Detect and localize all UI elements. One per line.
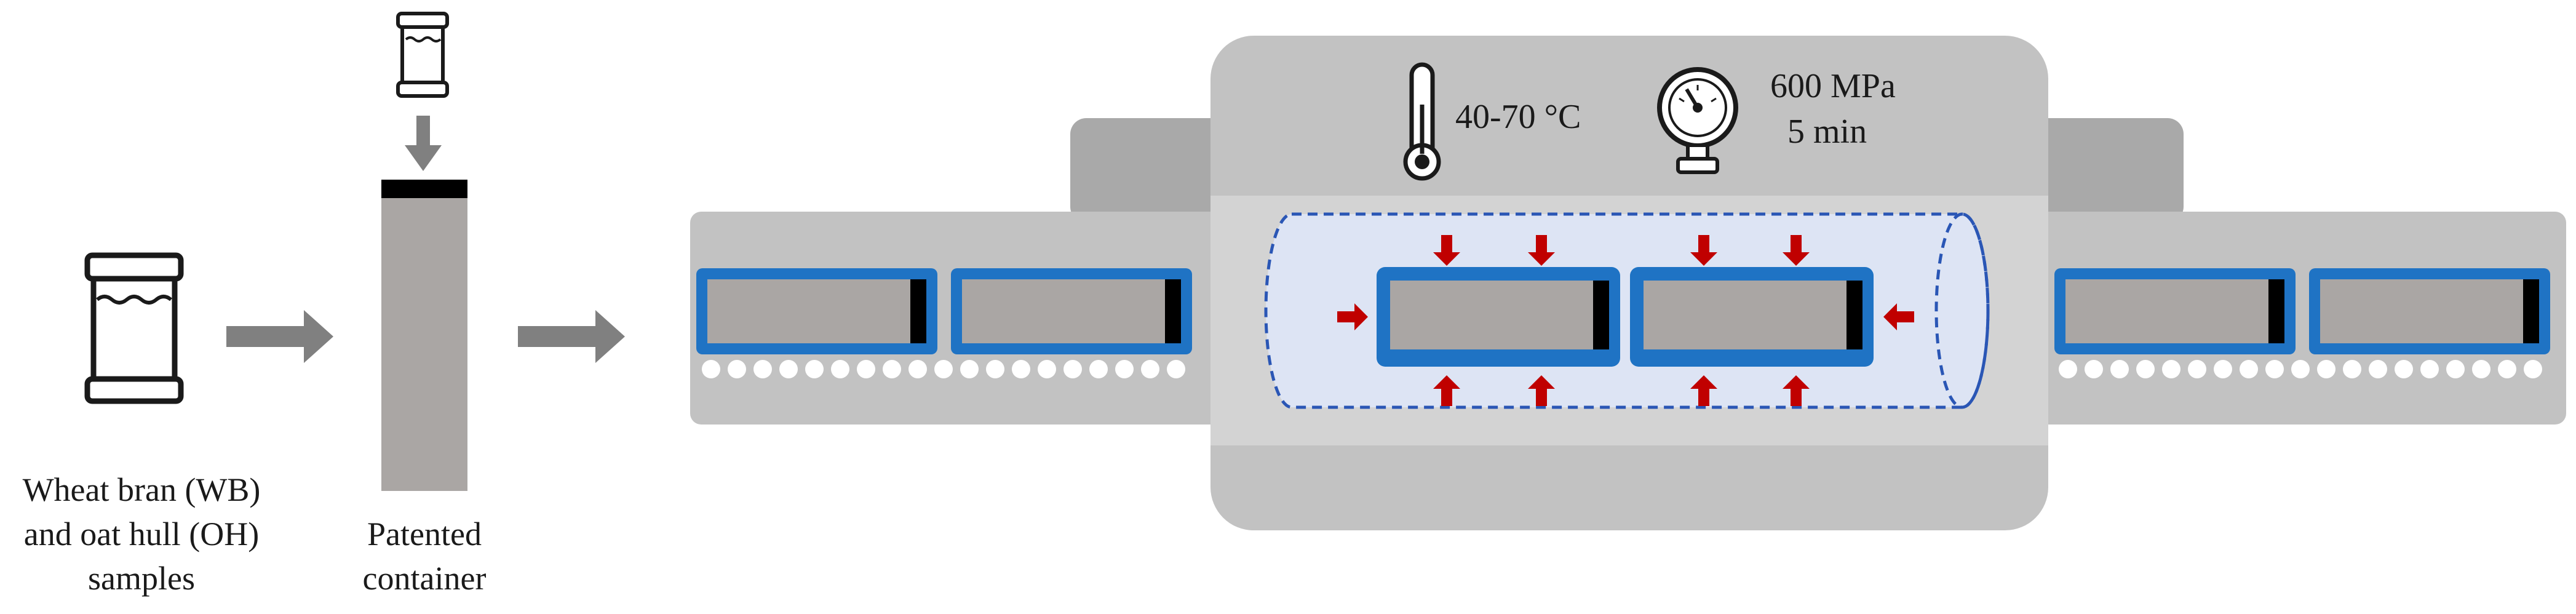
roller: [883, 360, 901, 378]
roller: [702, 360, 720, 378]
carrier-left-2: [951, 268, 1192, 354]
roller: [986, 360, 1004, 378]
samples-label-line-1: Wheat bran (WB): [23, 471, 261, 508]
pressure-gauge-icon: [1657, 67, 1738, 174]
pressure-arrow-up: [1433, 375, 1460, 406]
roller: [2395, 360, 2413, 378]
roller: [1012, 360, 1030, 378]
container-cap: [381, 180, 467, 198]
roller: [2162, 360, 2180, 378]
pressure-label: 600 MPa: [1770, 67, 1896, 105]
roller: [2136, 360, 2155, 378]
roller: [1115, 360, 1134, 378]
roller: [2420, 360, 2439, 378]
roller: [2110, 360, 2129, 378]
flow-arrow-2: [518, 310, 625, 363]
roller: [2188, 360, 2206, 378]
thermometer-icon: [1403, 62, 1441, 181]
insert-arrow: [405, 116, 442, 171]
roller: [2524, 360, 2542, 378]
roller: [2240, 360, 2258, 378]
roller: [831, 360, 849, 378]
roller: [908, 360, 927, 378]
pressure-arrow-down: [1528, 235, 1555, 266]
pressure-arrow-down: [1690, 235, 1717, 266]
carrier-right-1: [2054, 268, 2296, 354]
roller: [2291, 360, 2310, 378]
flow-arrow-1: [226, 310, 333, 363]
carrier-vessel-2: [1630, 267, 1874, 367]
carrier-right-2: [2309, 268, 2550, 354]
carrier-vessel-1: [1377, 267, 1620, 367]
sample-jar-icon: [84, 252, 184, 404]
roller: [934, 360, 953, 378]
samples-label-line-3: samples: [88, 560, 195, 597]
pressure-arrow-down: [1433, 235, 1460, 266]
pressure-vessel: [1264, 212, 1990, 409]
roller: [1089, 360, 1108, 378]
container-label: Patented container: [363, 516, 487, 597]
roller: [2446, 360, 2465, 378]
conveyor-rollers-left: [702, 360, 1185, 378]
pressure-arrows: [1337, 235, 1914, 406]
pressure-arrow-left: [1883, 303, 1914, 330]
time-label: 5 min: [1787, 113, 1867, 151]
container-label-line-2: container: [363, 560, 487, 597]
pressure-arrow-down: [1783, 235, 1810, 266]
roller: [753, 360, 772, 378]
pressure-arrow-up: [1783, 375, 1810, 406]
roller: [2214, 360, 2232, 378]
carrier-left-1: [696, 268, 937, 354]
roller: [1141, 360, 1159, 378]
roller: [857, 360, 875, 378]
roller: [2498, 360, 2516, 378]
samples-label-line-2: and oat hull (OH): [24, 516, 259, 552]
roller: [2369, 360, 2387, 378]
roller: [960, 360, 979, 378]
roller: [1063, 360, 1082, 378]
small-jar-icon: [396, 12, 449, 98]
samples-label: Wheat bran (WB) and oat hull (OH) sample…: [23, 471, 261, 597]
roller: [2472, 360, 2491, 378]
roller: [2317, 360, 2335, 378]
roller: [2059, 360, 2077, 378]
conveyor-rollers-right: [2059, 360, 2542, 378]
pressure-arrow-up: [1690, 375, 1717, 406]
roller: [728, 360, 746, 378]
roller: [779, 360, 798, 378]
patented-container: [381, 180, 467, 491]
container-label-line-1: Patented: [367, 516, 482, 552]
pressure-arrow-up: [1528, 375, 1555, 406]
roller: [1038, 360, 1056, 378]
temperature-label: 40-70 °C: [1455, 98, 1581, 136]
roller: [2265, 360, 2284, 378]
pressure-arrow-right: [1337, 303, 1368, 330]
roller: [2343, 360, 2361, 378]
container-body: [381, 198, 467, 491]
roller: [805, 360, 824, 378]
roller: [1167, 360, 1185, 378]
roller: [2085, 360, 2103, 378]
